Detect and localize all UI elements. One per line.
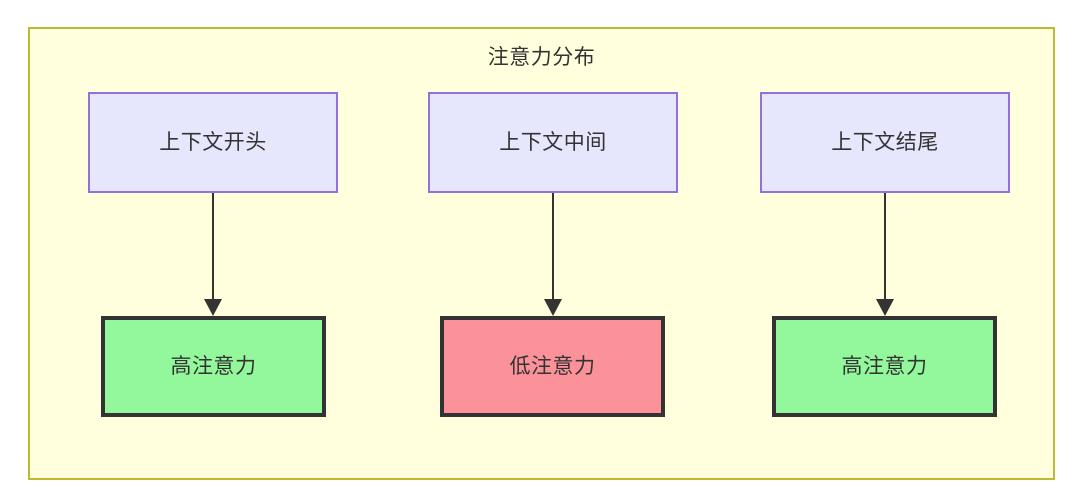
node-context-middle[interactable]: 上下文中间	[428, 92, 678, 193]
node-attention-middle[interactable]: 低注意力	[440, 316, 665, 417]
node-context-start[interactable]: 上下文开头	[88, 92, 338, 193]
node-context-end[interactable]: 上下文结尾	[760, 92, 1010, 193]
node-attention-end[interactable]: 高注意力	[772, 316, 997, 417]
node-attention-start[interactable]: 高注意力	[101, 316, 326, 417]
cluster-title: 注意力分布	[487, 46, 596, 69]
